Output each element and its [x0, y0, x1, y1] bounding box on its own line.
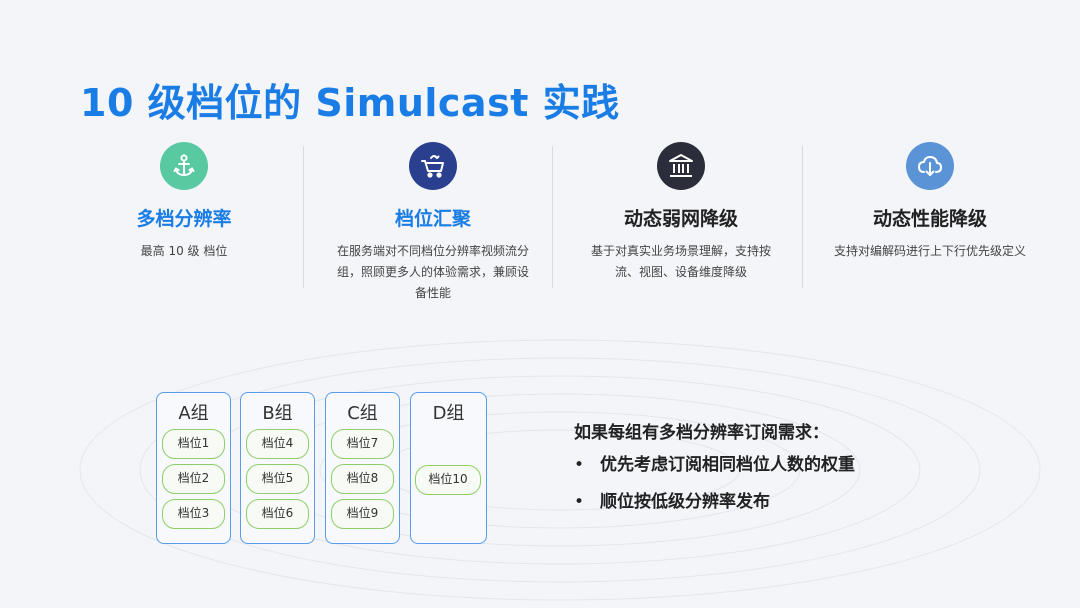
tier-chip: 档位1 — [162, 429, 225, 459]
divider — [802, 146, 803, 288]
feature-title: 档位汇聚 — [394, 208, 471, 230]
feature-desc: 基于对真实业务场景理解，支持按流、视图、设备维度降级 — [590, 244, 771, 279]
list-item: • 顺位按低级分辨率发布 — [574, 492, 994, 512]
feature-title: 动态性能降级 — [872, 208, 987, 230]
bullet-text: 优先考虑订阅相同档位人数的权重 — [600, 455, 855, 475]
notes-heading: 如果每组有多档分辨率订阅需求： — [574, 423, 829, 443]
tier-chip: 档位7 — [331, 429, 394, 459]
notes-list: • 优先考虑订阅相同档位人数的权重 • 顺位按低级分辨率发布 — [574, 455, 994, 512]
tier-chip: 档位10 — [415, 465, 481, 495]
page-title: 10 级档位的 Simulcast 实践 — [80, 81, 620, 125]
bank-icon — [657, 142, 705, 190]
group-a: A组 档位1 档位2 档位3 — [156, 392, 231, 544]
tier-chip: 档位2 — [162, 464, 225, 494]
feature-tier-aggregation: 档位汇聚 在服务端对不同档位分辨率视频流分组，照顾更多人的体验需求，兼顾设备性能 — [309, 140, 557, 304]
tier-chip: 档位9 — [331, 499, 394, 529]
feature-performance-downgrade: 动态性能降级 支持对编解码进行上下行优先级定义 — [806, 140, 1054, 262]
feature-row: 多档分辨率 最高 10 级 档位 档位汇聚 在服务端对不同档位分辨率视频流分组，… — [60, 140, 1054, 310]
feature-desc: 在服务端对不同档位分辨率视频流分组，照顾更多人的体验需求，兼顾设备性能 — [336, 244, 529, 300]
group-label: C组 — [347, 403, 378, 424]
group-label: D组 — [432, 403, 465, 424]
anchor-icon — [160, 142, 208, 190]
tier-chip: 档位5 — [246, 464, 309, 494]
feature-title: 多档分辨率 — [136, 208, 232, 230]
feature-title: 动态弱网降级 — [623, 208, 738, 230]
divider — [303, 146, 304, 288]
group-b: B组 档位4 档位5 档位6 — [240, 392, 315, 544]
tier-chip: 档位4 — [246, 429, 309, 459]
group-label: B组 — [262, 403, 293, 424]
group-c: C组 档位7 档位8 档位9 — [325, 392, 400, 544]
bullet-text: 顺位按低级分辨率发布 — [600, 492, 770, 512]
cart-icon — [409, 142, 457, 190]
tier-chip: 档位8 — [331, 464, 394, 494]
notes-block: 如果每组有多档分辨率订阅需求： • 优先考虑订阅相同档位人数的权重 • 顺位按低级分… — [574, 418, 994, 529]
feature-desc: 支持对编解码进行上下行优先级定义 — [833, 244, 1026, 258]
list-item: • 优先考虑订阅相同档位人数的权重 — [574, 455, 994, 475]
group-label: A组 — [178, 403, 209, 424]
feature-multi-resolution: 多档分辨率 最高 10 级 档位 — [60, 140, 308, 262]
bullet: • — [574, 492, 585, 512]
tier-chip: 档位3 — [162, 499, 225, 529]
feature-weak-network-downgrade: 动态弱网降级 基于对真实业务场景理解，支持按流、视图、设备维度降级 — [557, 140, 805, 283]
tier-chip: 档位6 — [246, 499, 309, 529]
bullet: • — [574, 455, 585, 475]
cloud-download-icon — [906, 142, 954, 190]
tier-groups-diagram: A组 档位1 档位2 档位3 B组 档位4 档位5 档位6 C组 档位7 档位8… — [150, 388, 500, 548]
divider — [552, 146, 553, 288]
group-d: D组 档位10 — [410, 392, 487, 544]
feature-desc: 最高 10 级 档位 — [140, 244, 228, 258]
